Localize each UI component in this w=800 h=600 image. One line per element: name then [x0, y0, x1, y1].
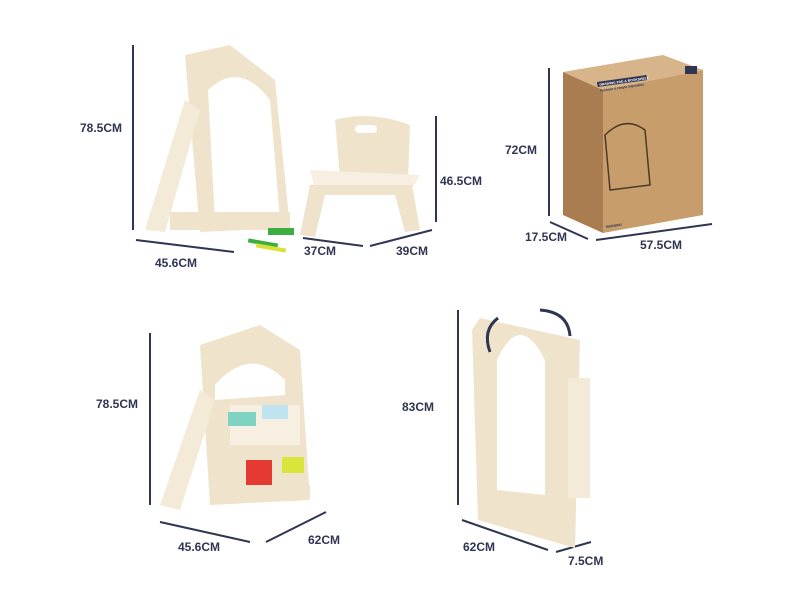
chair-illustration: [300, 116, 420, 237]
easel-width-label: 45.6CM: [155, 256, 198, 270]
box-subtitle: Foldable & Height Adjustable: [600, 82, 645, 92]
easel-height-label: 78.5CM: [80, 121, 123, 135]
bookshelf-depth-label: 62CM: [308, 533, 341, 547]
box-warning: WARNING: [606, 223, 623, 229]
folded-depth-label: 7.5CM: [568, 554, 604, 568]
bookshelf-width-label: 45.6CM: [178, 540, 221, 554]
rotate-arrow-icon: [539, 308, 572, 337]
easel-illustration: [145, 45, 294, 253]
box-width-label: 57.5CM: [640, 238, 683, 252]
folded-height-label: 83CM: [402, 400, 435, 414]
box-depth-label: 17.5CM: [525, 230, 568, 244]
product-box: DRAWING PAD & BOOKSHELF Foldable & Heigh…: [563, 55, 703, 233]
bookshelf-illustration: [160, 325, 310, 510]
rotate-arrow-icon: [485, 316, 499, 353]
box-title: DRAWING PAD & BOOKSHELF: [599, 76, 649, 87]
box-height-label: 72CM: [505, 143, 538, 157]
chair-width-label: 39CM: [396, 244, 429, 258]
folded-width-label: 62CM: [463, 540, 496, 554]
bookshelf-height-label: 78.5CM: [96, 397, 139, 411]
folded-easel-illustration: [472, 308, 590, 548]
chair-depth-label: 37CM: [304, 244, 337, 258]
chair-height-label: 46.5CM: [440, 174, 483, 188]
